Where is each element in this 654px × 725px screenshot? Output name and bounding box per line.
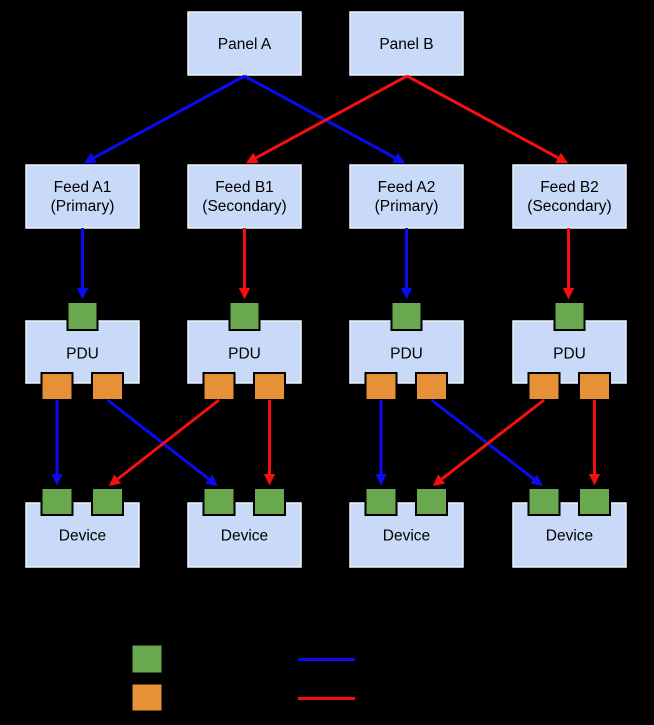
- svg-text:(Secondary): (Secondary): [202, 198, 286, 215]
- svg-text:PDU: PDU: [553, 346, 586, 363]
- svg-text:(Primary): (Primary): [51, 198, 115, 215]
- svg-text:(Primary): (Primary): [375, 198, 439, 215]
- svg-text:Device: Device: [546, 528, 593, 545]
- svg-text:PDU: PDU: [390, 346, 423, 363]
- svg-text:Device: Device: [383, 528, 430, 545]
- svg-text:Feed B2: Feed B2: [540, 179, 599, 196]
- svg-text:Feed A2: Feed A2: [378, 179, 436, 196]
- svg-text:Feed A1: Feed A1: [54, 179, 112, 196]
- svg-text:Feed B1: Feed B1: [215, 179, 274, 196]
- svg-text:Device: Device: [59, 528, 106, 545]
- svg-text:Panel A: Panel A: [218, 36, 272, 53]
- svg-text:PDU: PDU: [66, 346, 99, 363]
- svg-text:PDU: PDU: [228, 346, 261, 363]
- svg-text:(Secondary): (Secondary): [527, 198, 611, 215]
- svg-text:Device: Device: [221, 528, 268, 545]
- svg-text:Panel B: Panel B: [379, 36, 433, 53]
